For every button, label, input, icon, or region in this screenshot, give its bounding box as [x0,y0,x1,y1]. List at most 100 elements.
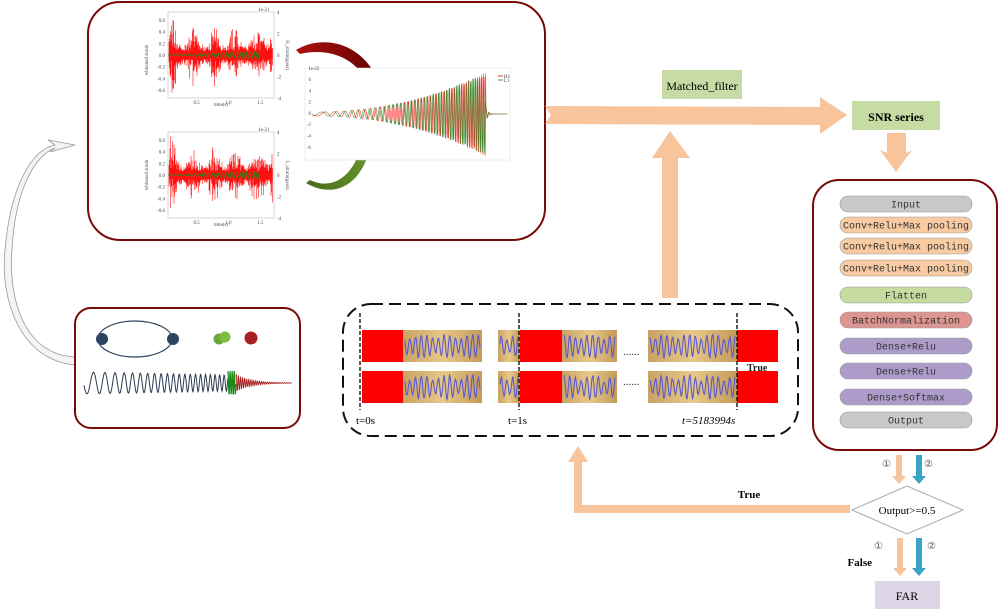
y-tick: 0.6 [159,19,166,24]
path2-arrow-top [912,455,926,484]
far-box [875,581,940,609]
h1-strain-plot: whitened strain time(s) H_strain(gaus) 1… [145,8,289,108]
scale-label: 1e-22 [308,67,320,72]
ellipsis-row2: ...... [623,376,640,388]
window-segment [737,330,778,362]
right-tick: -2 [277,196,282,201]
layer-io: Output [839,411,973,429]
template-trace [167,170,260,180]
snr-series-box [852,101,940,130]
window-segment [362,330,403,362]
h1-arc-arrow [296,42,385,108]
l1-strain-plot: whitened strain time(s) L_strain(gaus) 1… [145,128,289,228]
path2-label: ② [924,459,933,470]
x-tick: 0.5 [193,101,200,106]
x-tick: 1.0 [225,101,232,106]
x-tick: 1.5 [257,221,264,226]
layer-label: Input [891,201,921,212]
binary-orbit-icon [96,320,179,358]
sliding-window-panel [342,303,799,437]
tend-label: t=5183994s [682,415,735,427]
x-axis-label: time(s) [214,103,228,108]
y-tick: -4 [307,135,312,140]
y-axis-label: whitened strain [145,44,150,75]
layer-conv: Conv+Relu+Max pooling [839,237,973,255]
strain-wave [649,373,736,401]
y-tick: 0.4 [159,31,166,36]
layer-dense: Dense+Relu [839,362,973,380]
y-tick: -0.2 [157,66,165,71]
strain-wave [404,373,481,401]
strain-wave [563,374,616,402]
y-tick: 4 [309,89,312,94]
layer-label: Dense+Softmax [867,393,945,405]
false-label: False [848,557,873,569]
h1-trace [311,76,508,156]
layer-label: BatchNormalization [852,316,960,328]
right-tick: 2 [277,33,280,38]
path2-arrow-bottom [912,538,926,576]
y-tick: -0.2 [157,186,165,191]
y-tick: -0.4 [157,197,165,202]
matched-filter-label-box [662,70,742,99]
legend-l1: L1 [504,79,510,84]
matched-filter-label: Matched_filter [666,79,737,93]
right-tick: 2 [277,153,280,158]
strain-wave [499,335,519,357]
window-segment [362,371,403,403]
y-tick: 0 [309,112,312,117]
window-segment [520,330,562,362]
right-axis-label: L_strain(gaus) [284,160,289,189]
strain-wave [649,332,736,360]
true-loop-arrow [568,446,850,513]
y-tick: 0.2 [159,162,166,167]
scale-label: 1e-21 [258,8,270,13]
x-axis-label: time(s) [214,223,228,228]
true-label: True [738,489,761,501]
window-segment [520,371,562,403]
y-axis-label: whitened strain [145,159,150,190]
t1-label: t=1s [508,415,527,427]
right-tick: -2 [277,76,282,81]
path2-label-bottom: ② [927,541,936,552]
ellipsis-row1: ...... [623,346,640,358]
layer-label: Conv+Relu+Max pooling [843,242,969,254]
y-tick: 0.6 [159,139,166,144]
path1-arrow-bottom [893,538,907,576]
decision-label: Output>=0.5 [879,505,936,517]
right-tick: 0 [277,54,280,59]
source-to-data-arrow [3,139,76,366]
layer-label: Dense+Relu [876,342,936,354]
data-to-filter-arrow [652,131,690,298]
layer-bn: BatchNormalization [839,311,973,329]
y-tick: -6 [307,146,312,151]
y-tick: 0.0 [159,54,166,59]
path1-arrow-top [892,455,906,484]
gw-waveform [83,371,229,395]
y-tick: -0.4 [157,77,165,82]
gw-source-panel [74,307,301,429]
scale-label: 1e-21 [258,128,270,133]
ringdown-wave [235,374,292,392]
x-tick: 1.5 [257,101,264,106]
template-trace [167,50,260,60]
snr-to-network-arrow [880,133,912,172]
layer-conv: Conv+Relu+Max pooling [839,259,973,277]
path1-label: ① [882,459,891,470]
x-tick: 0.5 [193,221,200,226]
layer-dense: Dense+Relu [839,337,973,355]
decision-diamond [850,485,965,535]
far-label: FAR [896,589,918,603]
l1-trace [311,73,508,154]
y-tick: 6 [309,78,312,83]
right-tick: -4 [277,97,282,102]
layer-label: Flatten [885,291,927,303]
right-axis-label: H_strain(gaus) [284,40,289,70]
y-tick: 0.0 [159,174,166,179]
right-tick: 4 [277,11,280,16]
y-tick: -2 [307,123,312,128]
layer-dense: Dense+Softmax [839,388,973,406]
